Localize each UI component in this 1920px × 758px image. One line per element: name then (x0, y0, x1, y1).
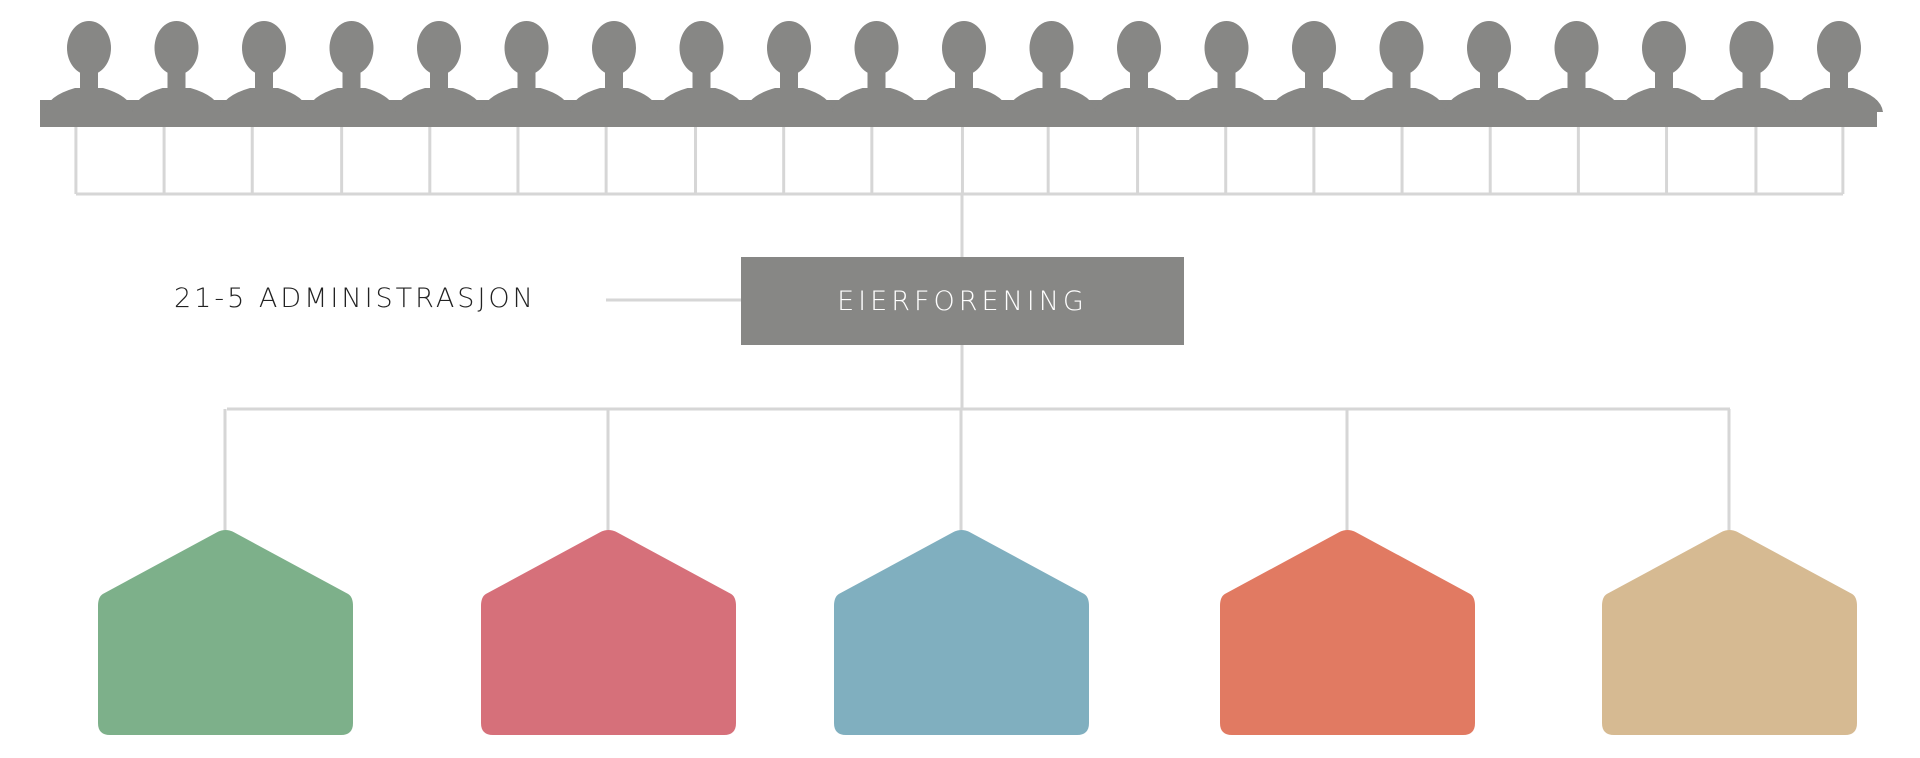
person-neck (605, 70, 623, 90)
person-silhouette-icon (1532, 21, 1621, 112)
person-shoulders (1795, 88, 1883, 112)
person-silhouette-icon (1620, 21, 1708, 112)
person-neck (1392, 70, 1411, 90)
person-neck (780, 70, 798, 90)
admin-label: 21-5 ADMINISTRASJON (174, 283, 536, 314)
person-head (854, 21, 899, 75)
person-shoulders (1707, 88, 1796, 112)
person-head (767, 21, 811, 75)
person-shoulders (1445, 88, 1533, 112)
person-shoulders (1182, 88, 1271, 112)
person-head (1379, 21, 1424, 75)
connector-lines (74, 127, 1845, 530)
person-head (1642, 21, 1686, 75)
person-shoulders (1620, 88, 1708, 112)
person-shoulders (395, 88, 483, 112)
person-head (242, 21, 286, 75)
person-shoulders (1007, 88, 1096, 112)
person-neck (517, 70, 536, 90)
person-neck (255, 70, 273, 90)
person-neck (955, 70, 973, 90)
person-head (417, 21, 461, 75)
person-head (1029, 21, 1074, 75)
person-neck (692, 70, 711, 90)
person-head (1117, 21, 1161, 75)
person-silhouette-icon (482, 21, 571, 112)
person-neck (1655, 70, 1673, 90)
person-neck (1567, 70, 1586, 90)
person-silhouette-icon (832, 21, 921, 112)
person-silhouette-icon (1095, 21, 1183, 112)
person-silhouette-icon (45, 21, 133, 112)
person-silhouette-icon (1357, 21, 1446, 112)
person-head (1729, 21, 1774, 75)
person-head (1554, 21, 1599, 75)
person-shoulders (220, 88, 308, 112)
person-silhouette-icon (132, 21, 221, 112)
person-head (592, 21, 636, 75)
person-silhouette-icon (657, 21, 746, 112)
eierforening-label: EIERFORENING (837, 285, 1088, 317)
eierforening-box (741, 257, 1184, 345)
person-shoulders (45, 88, 133, 112)
person-neck (1305, 70, 1323, 90)
person-neck (1042, 70, 1061, 90)
person-silhouette-icon (395, 21, 483, 112)
person-head (329, 21, 374, 75)
person-silhouette-icon (1795, 21, 1883, 112)
owners-row (40, 21, 1883, 127)
person-shoulders (1357, 88, 1446, 112)
person-silhouette-icon (1182, 21, 1271, 112)
person-neck (1130, 70, 1148, 90)
person-neck (1742, 70, 1761, 90)
person-shoulders (1270, 88, 1358, 112)
person-neck (867, 70, 886, 90)
person-head (1292, 21, 1336, 75)
person-silhouette-icon (1445, 21, 1533, 112)
person-shoulders (832, 88, 921, 112)
house-icon (1220, 530, 1475, 735)
person-shoulders (1532, 88, 1621, 112)
person-shoulders (1095, 88, 1183, 112)
person-shoulders (920, 88, 1008, 112)
person-neck (342, 70, 361, 90)
units-row (98, 530, 1857, 735)
person-silhouette-icon (220, 21, 308, 112)
person-silhouette-icon (920, 21, 1008, 112)
house-icon (98, 530, 353, 735)
person-head (942, 21, 986, 75)
person-silhouette-icon (1007, 21, 1096, 112)
person-neck (1830, 70, 1848, 90)
person-head (1467, 21, 1511, 75)
person-shoulders (482, 88, 571, 112)
person-shoulders (307, 88, 396, 112)
house-icon (834, 530, 1089, 735)
house-icon (1602, 530, 1857, 735)
person-head (504, 21, 549, 75)
person-shoulders (570, 88, 658, 112)
person-head (679, 21, 724, 75)
person-silhouette-icon (1707, 21, 1796, 112)
person-neck (1480, 70, 1498, 90)
person-silhouette-icon (307, 21, 396, 112)
person-neck (167, 70, 186, 90)
person-head (154, 21, 199, 75)
person-silhouette-icon (745, 21, 833, 112)
person-neck (430, 70, 448, 90)
person-silhouette-icon (1270, 21, 1358, 112)
person-head (1204, 21, 1249, 75)
person-head (67, 21, 111, 75)
person-shoulders (132, 88, 221, 112)
house-icon (481, 530, 736, 735)
person-shoulders (745, 88, 833, 112)
person-shoulders (657, 88, 746, 112)
person-head (1817, 21, 1861, 75)
person-silhouette-icon (570, 21, 658, 112)
person-neck (1217, 70, 1236, 90)
person-neck (80, 70, 98, 90)
